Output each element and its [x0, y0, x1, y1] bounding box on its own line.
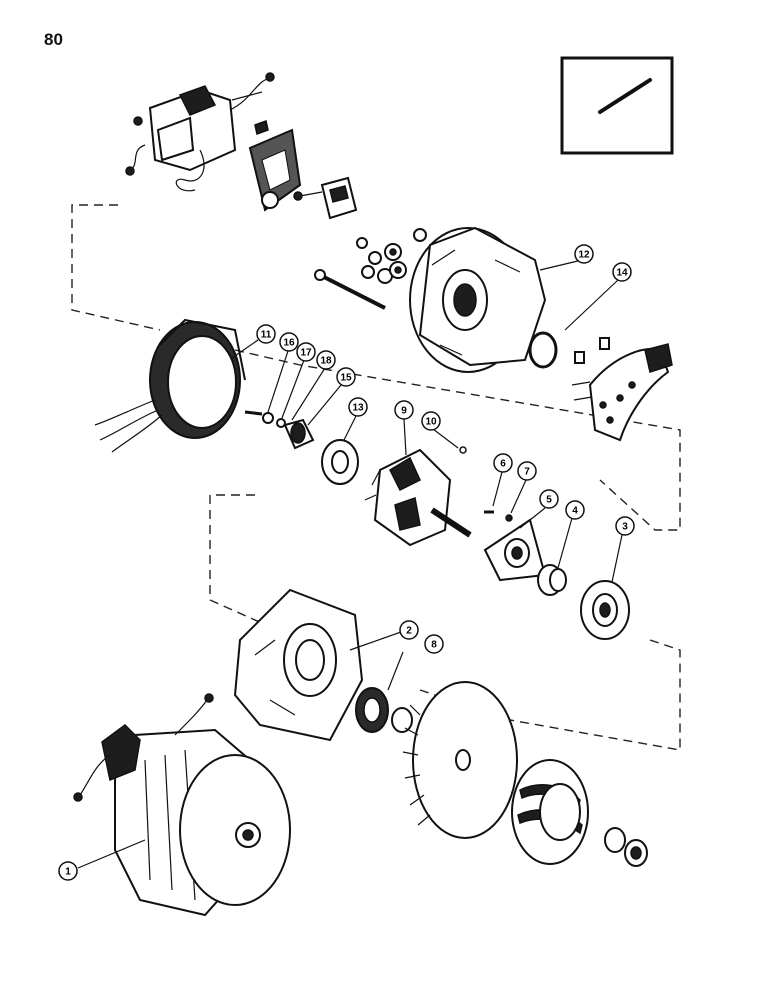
pulley-washer [604, 827, 626, 853]
brush-holder [293, 176, 358, 220]
terminal-nuts [356, 228, 427, 284]
stator [94, 318, 246, 453]
callout-4: 4 [565, 500, 585, 520]
callout-10: 10 [421, 411, 441, 431]
svg-text:1: 1 [65, 867, 71, 878]
callout-18: 18 [316, 350, 336, 370]
svg-text:15: 15 [340, 373, 352, 384]
svg-text:17: 17 [300, 348, 312, 359]
svg-text:5: 5 [546, 495, 552, 506]
voltage-regulator [125, 72, 275, 192]
callout-7: 7 [517, 461, 537, 481]
callout-8: 8 [424, 634, 444, 654]
callout-1: 1 [58, 861, 78, 881]
callout-14: 14 [612, 262, 632, 282]
svg-text:2: 2 [406, 626, 412, 637]
svg-text:9: 9 [401, 406, 407, 417]
svg-text:12: 12 [578, 250, 590, 261]
drive-end-bearing [580, 580, 630, 640]
callout-16: 16 [279, 332, 299, 352]
svg-text:3: 3 [622, 522, 628, 533]
callout-6: 6 [493, 453, 513, 473]
callout-9: 9 [394, 400, 414, 420]
through-bolt [314, 269, 386, 310]
callout-3: 3 [615, 516, 635, 536]
drive-end-frame [233, 588, 364, 742]
callout-11: 11 [256, 324, 276, 344]
leader-lines [77, 259, 623, 869]
svg-text:14: 14 [616, 268, 628, 279]
fan [402, 681, 518, 839]
callout-15: 15 [336, 367, 356, 387]
bearing-collar [537, 564, 567, 596]
callout-5: 5 [539, 489, 559, 509]
upper-group-dashed-outline [71, 204, 681, 531]
rotor [364, 446, 472, 547]
callout-2: 2 [399, 620, 419, 640]
svg-text:18: 18 [320, 356, 332, 367]
svg-text:7: 7 [524, 467, 530, 478]
svg-text:6: 6 [500, 459, 506, 470]
spacer [391, 707, 413, 733]
pulley-nut [624, 839, 648, 867]
regulator-gasket [248, 128, 302, 212]
rotor-bearing-parts [244, 410, 315, 450]
svg-text:8: 8 [431, 640, 437, 651]
callout-12: 12 [574, 244, 594, 264]
pulley [511, 759, 589, 865]
callout-13: 13 [348, 397, 368, 417]
rectifier-bridge [571, 337, 673, 442]
drive-end-seal [355, 687, 389, 733]
svg-text:16: 16 [283, 338, 295, 349]
slip-ring-bearing [321, 439, 359, 485]
bearing-retainer [483, 518, 547, 582]
retainer-screw [484, 510, 513, 522]
svg-text:4: 4 [572, 506, 578, 517]
callout-17: 17 [296, 342, 316, 362]
svg-text:13: 13 [352, 403, 364, 414]
svg-text:11: 11 [261, 330, 272, 341]
reference-symbol-box [560, 56, 674, 155]
slip-ring-end-frame [409, 226, 547, 373]
alternator-assembly [73, 693, 291, 917]
seal-ring [528, 331, 558, 369]
svg-text:10: 10 [425, 417, 437, 428]
page-number: 80 [44, 30, 63, 49]
